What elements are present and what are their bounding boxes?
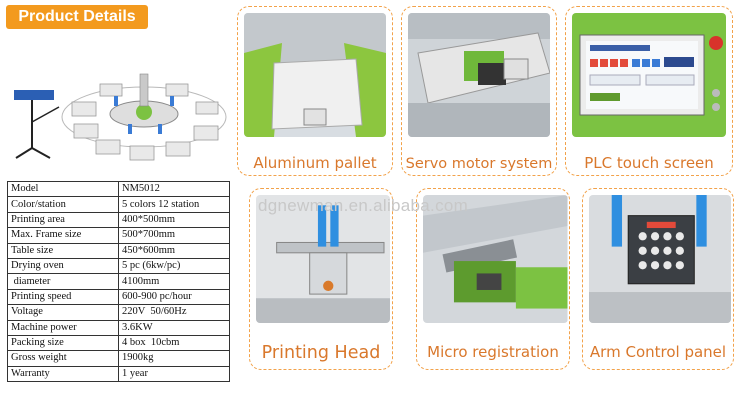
card-servo-motor: Servo motor system [401,6,557,176]
spec-value: 450*600mm [118,242,230,259]
caption-micro-registration: Micro registration [427,343,559,361]
spec-key: diameter [7,273,119,290]
printing-head-photo [256,195,391,323]
spec-value: 5 pc (6kw/pc) [118,257,230,275]
caption-arm-control-panel: Arm Control panel [589,343,727,361]
caption-printing-head: Printing Head [261,343,381,363]
caption-plc-touch-screen: PLC touch screen [584,154,714,172]
aluminum-pallet-photo [244,13,386,137]
spec-key: Printing speed [7,288,119,306]
spec-value: 4100mm [118,273,230,290]
spec-key: Warranty [7,365,119,383]
spec-key: Max. Frame size [7,227,119,244]
micro-registration-photo [423,195,568,323]
card-printing-head: Printing Head [249,188,393,370]
machine-overview-image [14,73,227,161]
spec-key: Table size [7,242,119,259]
spec-value: NM5012 [118,180,230,198]
product-details-title: Product Details [6,5,148,29]
card-plc-touch-screen: PLC touch screen [565,6,733,176]
spec-key: Printing area [7,211,119,229]
spec-value: 1 year [118,365,230,383]
card-aluminum-pallet: Aluminum pallet [237,6,393,176]
spec-key: Gross weight [7,350,119,367]
plc-touch-screen-photo [572,13,726,137]
spec-key: Packing size [7,334,119,352]
spec-key: Drying oven [7,257,119,275]
arm-control-panel-photo [589,195,732,323]
spec-key: Model [7,180,119,198]
watermark: dgnewman.en.alibaba.com [258,196,469,215]
spec-value: 600-900 pc/hour [118,288,230,306]
caption-aluminum-pallet: Aluminum pallet [253,154,377,172]
card-arm-control-panel: Arm Control panel [582,188,734,370]
spec-key: Color/station [7,196,119,213]
spec-value: 500*700mm [118,227,230,244]
spec-value: 1900kg [118,350,230,367]
spec-value: 4 box 10cbm [118,334,230,352]
caption-servo-motor: Servo motor system [405,156,553,172]
spec-value: 220V 50/60Hz [118,304,230,321]
servo-motor-photo [408,13,550,137]
spec-value: 5 colors 12 station [118,196,230,213]
card-micro-registration: Micro registration [416,188,570,370]
spec-value: 3.6KW [118,319,230,336]
spec-key: Machine power [7,319,119,336]
spec-value: 400*500mm [118,211,230,229]
spec-key: Voltage [7,304,119,321]
